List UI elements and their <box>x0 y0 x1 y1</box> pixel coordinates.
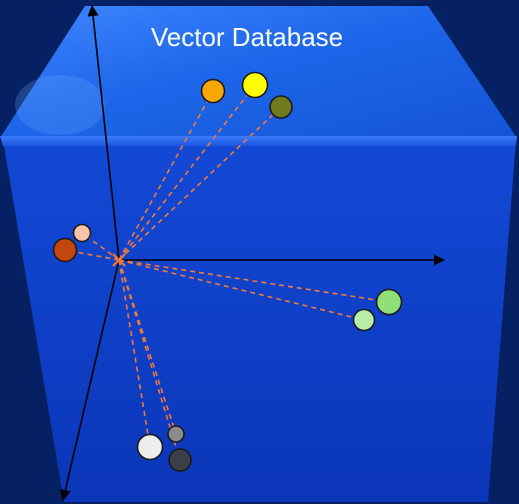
point-dark-gray <box>168 448 192 472</box>
diagram-title: Vector Database <box>151 22 343 52</box>
link-green <box>118 259 390 303</box>
cube-top-edge <box>0 136 517 146</box>
vector-points <box>52 71 403 472</box>
cube-highlight <box>15 75 105 135</box>
point-white <box>136 433 164 461</box>
point-peach <box>72 223 92 243</box>
cube-front-face <box>3 140 516 502</box>
point-light-green <box>352 308 376 332</box>
point-olive <box>269 95 293 119</box>
origin-marker <box>112 253 126 267</box>
point-orange <box>200 78 226 104</box>
link-dark-gray <box>118 259 181 461</box>
link-light-green <box>118 259 365 321</box>
point-gray <box>167 425 185 443</box>
link-yellow <box>118 84 256 261</box>
point-rust <box>52 237 78 263</box>
point-yellow <box>241 71 269 99</box>
axes <box>59 4 446 502</box>
cube-top-face <box>0 6 517 138</box>
point-green <box>375 288 403 316</box>
link-white <box>118 259 151 448</box>
z-axis-arrow <box>59 259 120 502</box>
y-axis-arrow <box>87 4 120 261</box>
similarity-links <box>64 84 390 461</box>
link-olive <box>118 106 282 261</box>
